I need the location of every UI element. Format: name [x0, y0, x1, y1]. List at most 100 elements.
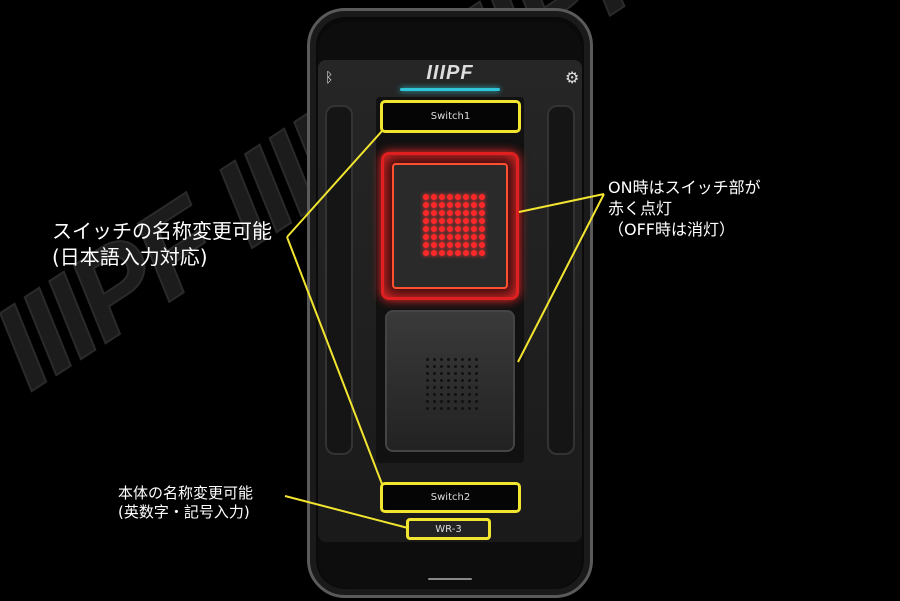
annotation-text: ON時はスイッチ部が — [608, 178, 761, 197]
led-dot — [455, 250, 461, 256]
switch1-name-field[interactable]: Switch1 — [380, 100, 521, 133]
led-dot — [439, 218, 445, 224]
led-dot — [431, 234, 437, 240]
led-dot — [471, 218, 477, 224]
led-dot — [440, 407, 443, 410]
led-dot — [440, 358, 443, 361]
led-dot — [426, 365, 429, 368]
accent-glow — [400, 88, 500, 91]
annotation-text: 赤く点灯 — [608, 198, 673, 218]
led-dot — [455, 218, 461, 224]
annotation-text: (英数字・記号入力) — [118, 502, 250, 521]
led-dot — [475, 407, 478, 410]
led-dot — [463, 250, 469, 256]
led-grid-on — [422, 193, 486, 257]
led-dot — [475, 386, 478, 389]
led-dot — [479, 194, 485, 200]
led-dot — [454, 386, 457, 389]
led-dot — [468, 372, 471, 375]
led-dot — [461, 365, 464, 368]
led-dot — [439, 226, 445, 232]
led-dot — [447, 393, 450, 396]
led-dot — [455, 194, 461, 200]
led-dot — [426, 407, 429, 410]
led-dot — [454, 400, 457, 403]
led-dot — [475, 358, 478, 361]
led-dot — [447, 242, 453, 248]
led-dot — [423, 202, 429, 208]
led-dot — [431, 218, 437, 224]
led-dot — [461, 386, 464, 389]
bluetooth-icon[interactable]: ᛒ — [325, 70, 334, 86]
led-dot — [455, 242, 461, 248]
led-dot — [471, 210, 477, 216]
led-dot — [433, 407, 436, 410]
led-dot — [447, 194, 453, 200]
annotation-text: スイッチの名称変更可能 — [52, 219, 272, 243]
home-indicator[interactable] — [428, 578, 472, 580]
led-dot — [447, 400, 450, 403]
led-dot — [468, 365, 471, 368]
led-dot — [479, 226, 485, 232]
led-dot — [468, 393, 471, 396]
led-dot — [461, 358, 464, 361]
led-dot — [454, 393, 457, 396]
led-dot — [468, 379, 471, 382]
led-dot — [471, 194, 477, 200]
led-dot — [447, 386, 450, 389]
switch1-button[interactable] — [381, 152, 519, 300]
gear-icon[interactable]: ⚙ — [565, 68, 580, 87]
led-dot — [431, 250, 437, 256]
switch2-name-field[interactable]: Switch2 — [380, 482, 521, 513]
led-dot — [431, 226, 437, 232]
annotation-right: ON時はスイッチ部が 赤く点灯 （OFF時は消灯） — [608, 178, 761, 240]
led-dot — [463, 218, 469, 224]
led-dot — [463, 194, 469, 200]
led-dot — [440, 372, 443, 375]
led-dot — [468, 358, 471, 361]
led-dot — [433, 386, 436, 389]
led-dot — [463, 226, 469, 232]
led-dot — [454, 365, 457, 368]
led-dot — [447, 210, 453, 216]
led-dot — [447, 226, 453, 232]
led-dot — [423, 242, 429, 248]
led-dot — [431, 194, 437, 200]
led-dot — [433, 400, 436, 403]
led-dot — [447, 358, 450, 361]
led-dot — [463, 242, 469, 248]
led-dot — [426, 400, 429, 403]
led-dot — [479, 210, 485, 216]
led-dot — [431, 210, 437, 216]
led-dot — [447, 250, 453, 256]
led-dot — [455, 226, 461, 232]
device-name-field[interactable]: WR-3 — [406, 518, 491, 540]
led-dot — [426, 372, 429, 375]
led-dot — [423, 194, 429, 200]
led-dot — [475, 365, 478, 368]
led-dot — [440, 400, 443, 403]
led-dot — [468, 400, 471, 403]
switch2-button[interactable] — [385, 310, 515, 452]
led-dot — [471, 202, 477, 208]
led-dot — [455, 210, 461, 216]
led-dot — [439, 250, 445, 256]
led-dot — [479, 234, 485, 240]
led-dot — [439, 234, 445, 240]
led-dot — [461, 407, 464, 410]
led-dot — [423, 218, 429, 224]
led-dot — [439, 242, 445, 248]
led-dot — [426, 379, 429, 382]
led-dot — [447, 218, 453, 224]
led-dot — [439, 194, 445, 200]
led-dot — [463, 210, 469, 216]
led-dot — [471, 226, 477, 232]
callout-line — [518, 193, 605, 213]
led-dot — [433, 393, 436, 396]
led-dot — [426, 386, 429, 389]
callout-line — [517, 193, 605, 363]
led-dot — [461, 393, 464, 396]
led-dot — [471, 234, 477, 240]
led-dot — [471, 250, 477, 256]
